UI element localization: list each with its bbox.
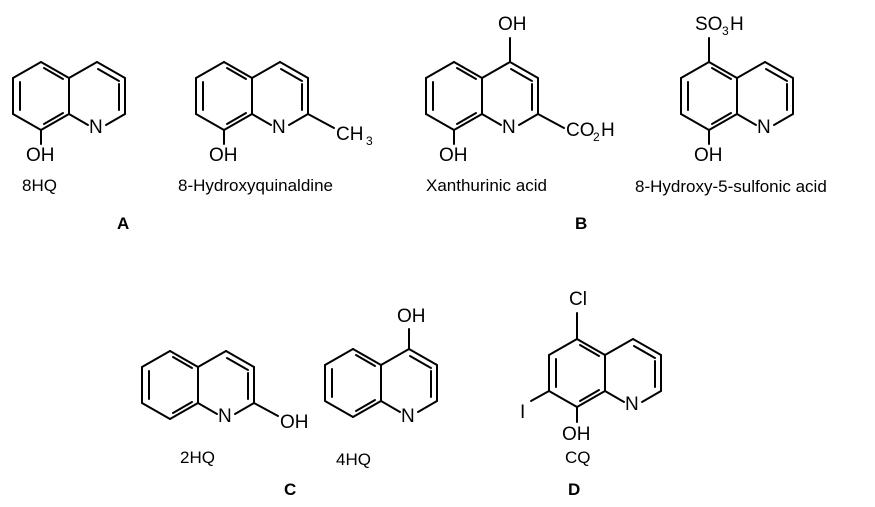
hydroxyl-label: OH [694,145,723,166]
hydroxyl-label: OH [397,306,426,327]
hydroxyl-label: OH [26,145,55,166]
hydroxyl-label: OH [439,145,468,166]
group-label-b: B [575,214,588,233]
nitrogen-label: N [401,406,415,427]
structure-cq: Cl I N OH [520,289,662,445]
caption-xanthurinic-acid: Xanthurinic acid [426,176,547,195]
nitrogen-label: N [625,394,639,415]
sulfo-subscript: 3 [722,24,729,38]
hydroxyl-label: OH [562,424,591,445]
caption-8hq: 8HQ [22,176,57,195]
hydroxyl-label: OH [209,145,238,166]
hydroxyl-top-label: OH [498,14,527,35]
structure-xanthurinic-acid: OH N CO 2 H OH [425,14,615,166]
group-label-a: A [117,214,130,233]
nitrogen-label: N [218,406,232,427]
group-label-d: D [568,480,581,499]
group-label-c: C [284,480,297,499]
nitrogen-label: N [89,117,103,138]
structure-2hq: N OH [141,350,309,433]
caption-2hq: 2HQ [180,448,215,467]
methyl-subscript: 3 [366,134,373,148]
structure-4hq: OH N [324,306,438,427]
chlorine-label: Cl [569,289,587,310]
structure-8hq: N OH [12,61,126,166]
nitrogen-label: N [757,117,771,138]
carboxyl-hydrogen-label: H [601,120,615,141]
carboxyl-subscript: 2 [593,130,600,144]
iodine-label: I [520,402,525,423]
nitrogen-label: N [502,117,516,138]
caption-4hq: 4HQ [336,450,371,469]
structure-8-hydroxy-5-sulfonic-acid: SO 3 H N OH [680,14,794,166]
caption-cq: CQ [565,448,591,467]
sulfo-label: SO [695,14,722,35]
nitrogen-label: N [272,117,286,138]
hydroxyl-label: OH [280,412,309,433]
carboxyl-label: CO [566,120,595,141]
caption-8-hydroxy-5-sulfonic-acid: 8-Hydroxy-5-sulfonic acid [635,177,827,196]
caption-8-hydroxyquinaldine: 8-Hydroxyquinaldine [178,176,333,195]
methyl-label: CH [336,124,363,145]
sulfo-hydrogen-label: H [730,14,744,35]
structure-8-hydroxyquinaldine: N CH 3 OH [195,61,373,166]
